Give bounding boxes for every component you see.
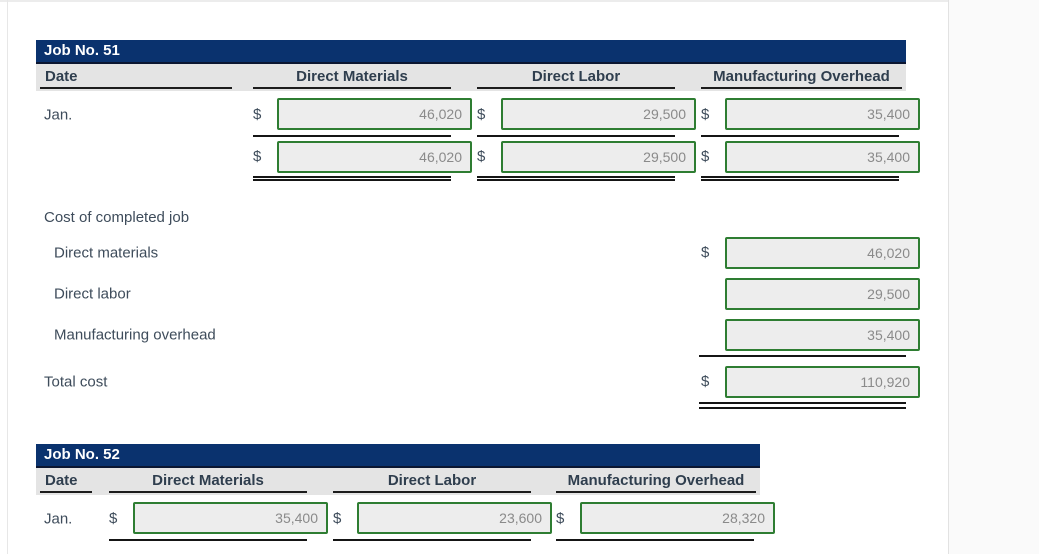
job-51-jan-manufacturing-overhead-input[interactable] [725,98,920,130]
cost-row-manufacturing-overhead: Manufacturing overhead [36,314,920,355]
total-cost-group: $ [701,361,920,402]
job-52-header-row: Date Direct Materials Direct Labor Manuf… [36,468,760,495]
right-gutter [948,0,1039,554]
cost-row-direct-materials: Direct materials $ [36,232,920,273]
job-52-table: Job No. 52 Date Direct Materials Direct … [36,444,775,541]
job-51-jan-dm-group: $ [253,93,472,137]
job-51-total-direct-materials-input[interactable] [277,140,472,173]
page-left-border [7,0,8,554]
job-51-total-mo-group: $ [701,137,920,181]
job-52-row-jan-date: Jan. [44,510,73,528]
total-double-rule [699,402,906,409]
total-separator-line [699,355,906,357]
job-51-jan-dl-group: $ [477,93,696,137]
dollar-sign: $ [109,509,118,527]
job-51-col-date: Date [40,65,232,89]
job-52-jan-dm-group: $ [109,497,328,541]
job-51-total-dm-group: $ [253,137,472,181]
dollar-sign: $ [253,105,262,123]
cost-row-label: Direct labor [54,285,131,302]
cost-section-heading: Cost of completed job [44,209,190,226]
job-52-jan-mo-group: $ [556,497,775,541]
job-52-col-manufacturing-overhead: Manufacturing Overhead [556,469,756,493]
cost-row-direct-labor: Direct labor [36,273,920,314]
job-52-jan-dl-group: $ [333,497,552,541]
cost-mo-input[interactable] [725,318,920,351]
total-separator-wrap [36,355,906,361]
dollar-sign: $ [701,373,710,390]
cost-row-label: Manufacturing overhead [54,326,216,343]
cost-dm-group: $ [701,232,920,273]
dollar-sign: $ [253,148,262,165]
total-cost-label: Total cost [44,373,108,390]
job-52-jan-direct-labor-input[interactable] [357,502,552,534]
dollar-sign: $ [477,148,486,165]
total-double-rule-wrap [36,402,906,410]
job-52-jan-direct-materials-input[interactable] [133,502,328,534]
cost-direct-labor-input[interactable] [725,277,920,310]
job-51-title-band: Job No. 51 [36,40,906,64]
job-51-jan-direct-materials-input[interactable] [277,98,472,130]
job-51-row-jan: Jan. $ $ $ [36,93,920,137]
cost-row-total: Total cost $ [36,361,920,402]
job-52-jan-manufacturing-overhead-input[interactable] [580,502,775,534]
cost-dl-group [701,273,920,314]
job-51-total-dl-group: $ [477,137,696,181]
job-51-title: Job No. 51 [44,42,120,59]
job-51-total-direct-labor-input[interactable] [501,140,696,173]
job-52-title: Job No. 52 [44,446,120,463]
total-cost-input[interactable] [725,365,920,398]
cost-direct-materials-input[interactable] [725,236,920,269]
job-52-title-band: Job No. 52 [36,444,760,468]
job-51-table: Job No. 51 Date Direct Materials Direct … [36,40,920,181]
job-51-total-manufacturing-overhead-input[interactable] [725,140,920,173]
job-51-header-row: Date Direct Materials Direct Labor Manuf… [36,64,906,91]
job-52-col-direct-materials: Direct Materials [109,469,307,493]
dollar-sign: $ [701,244,710,261]
job-52-col-direct-labor: Direct Labor [333,469,531,493]
job-51-row-total: $ $ $ [36,137,920,181]
job-51-jan-direct-labor-input[interactable] [501,98,696,130]
dollar-sign: $ [477,105,486,123]
cost-of-completed-job-section: Cost of completed job Direct materials $… [36,209,920,410]
dollar-sign: $ [333,509,342,527]
dollar-sign: $ [701,148,710,165]
page-top-border [0,0,948,2]
job-51-col-direct-materials: Direct Materials [253,65,451,89]
job-52-row-jan: Jan. $ $ $ [36,497,775,541]
job-51-col-direct-labor: Direct Labor [477,65,675,89]
job-51-row-jan-date: Jan. [44,106,73,124]
job-51-jan-mo-group: $ [701,93,920,137]
dollar-sign: $ [556,509,565,527]
job-52-col-date: Date [40,469,92,493]
cost-row-label: Direct materials [54,244,159,261]
cost-mo-group [701,314,920,355]
dollar-sign: $ [701,105,710,123]
job-51-col-manufacturing-overhead: Manufacturing Overhead [701,65,902,89]
